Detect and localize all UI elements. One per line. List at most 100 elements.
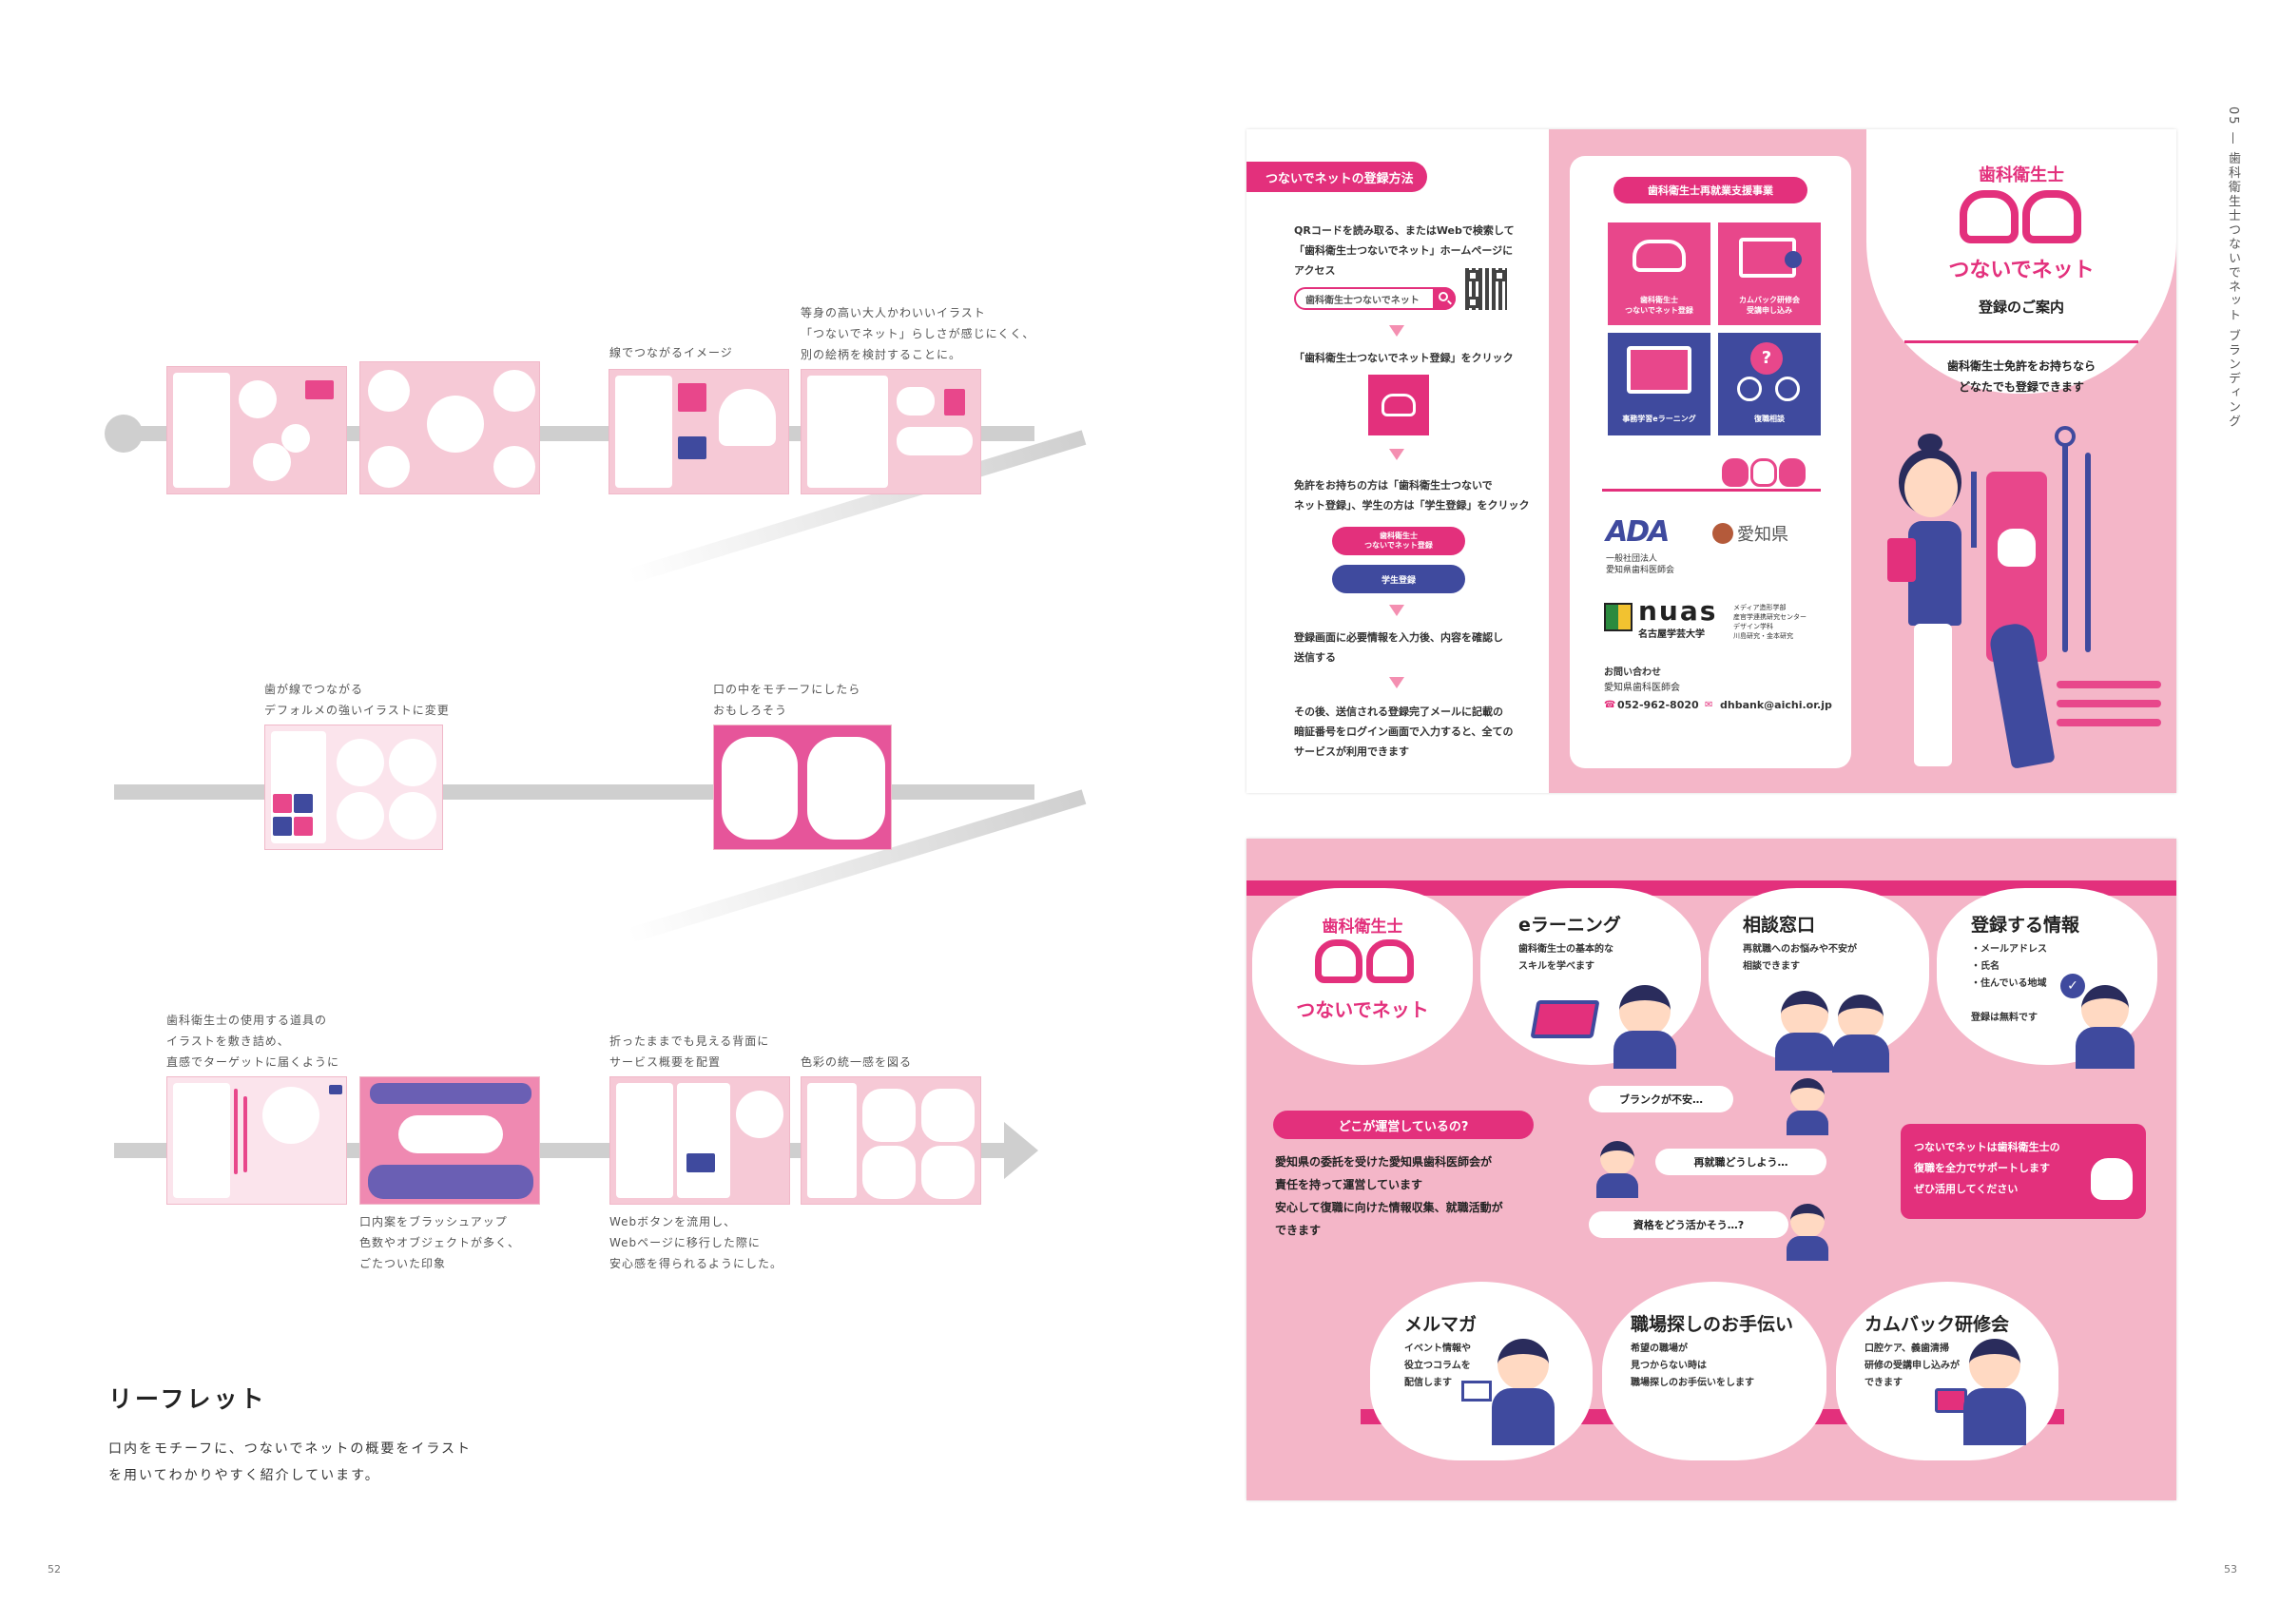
step-1: QRコードを読み取る、またはWebで検索して 「歯科衛生士つないでネット」ホーム… — [1294, 224, 1515, 277]
support-message: つないでネットは歯科衛生士の 復職を全力でサポートします ぜひ活用してください — [1914, 1141, 2060, 1195]
contact-org: 愛知県歯科医師会 — [1604, 683, 1680, 693]
caption-7: 折ったままでも見える背面に サービス概要を配置 — [609, 1034, 770, 1069]
tile-elearning-label: 事務学習eラーニング — [1622, 415, 1696, 423]
nuas-logo: nuas — [1638, 595, 1718, 627]
tile-consult[interactable]: ? 復職相談 — [1718, 333, 1821, 435]
draft-thumb-3 — [801, 369, 981, 494]
worry-bubble: ブランクが不安… — [1589, 1086, 1733, 1112]
staff-body — [2076, 1027, 2135, 1069]
worry-text: 資格をどう活かそう…? — [1633, 1219, 1745, 1231]
people-icon — [1775, 377, 1800, 401]
nuas-emblem-icon — [1604, 603, 1633, 631]
draft-thumb-5 — [713, 725, 892, 850]
qr-code-icon — [1465, 268, 1507, 310]
draft-thumb-6b — [359, 1076, 540, 1205]
toothpaste-illustration — [1986, 472, 2047, 662]
section-title: リーフレット — [108, 1385, 267, 1413]
draft-thumb-8 — [801, 1076, 981, 1205]
contact-label: お問い合わせ — [1604, 667, 1661, 678]
tile-comeback[interactable]: カムバック研修会 受講申し込み — [1718, 222, 1821, 325]
service-tooth-job: 職場探しのお手伝い 希望の職場が 見つからない時は 職場探しのお手伝いをします — [1602, 1282, 1826, 1460]
tile-consult-label: 復職相談 — [1754, 415, 1785, 423]
service-desc: 再就職へのお悩みや不安が 相談できます — [1743, 944, 1857, 972]
tooth-icon — [1382, 394, 1416, 416]
staff-body — [1613, 1031, 1676, 1069]
service-tooth-info: 登録する情報 ・メールアドレス ・氏名 ・住んでいる地域 登録は無料です ✓ — [1937, 888, 2157, 1069]
worry-avatar — [1790, 1078, 1825, 1112]
caption-6: 口内案をブラッシュアップ 色数やオブジェクトが多く、 ごたついた印象 — [359, 1215, 521, 1270]
worry-text: ブランクが不安… — [1619, 1093, 1703, 1106]
dental-mirror-icon — [2062, 443, 2068, 652]
aichi-pref-emblem-icon — [1712, 523, 1733, 544]
back-brand-teeth-logo — [1315, 939, 1414, 987]
service-tooth-comeback: カムバック研修会 口腔ケア、義歯清掃 研修の受講申し込みが できます — [1836, 1282, 2058, 1460]
arrow-down-icon — [1389, 677, 1404, 688]
caption-9: Webボタンを流用し、 Webページに移行した際に 安心感を得られるようにした。 — [609, 1215, 783, 1270]
staff-body — [1775, 1033, 1834, 1071]
page-number-left: 52 — [48, 1563, 61, 1576]
support-header: 歯科衛生士再就業支援事業 — [1613, 177, 1807, 203]
service-title: カムバック研修会 — [1865, 1314, 2010, 1335]
laptop-icon — [1530, 1000, 1600, 1038]
service-title: eラーニング — [1518, 915, 1621, 936]
contact-phone[interactable]: 052-962-8020 — [1617, 699, 1699, 711]
staff-body — [1963, 1388, 2026, 1445]
right-page: 05 — 歯科衛生士つないでネット ブランディング つないでネットの登録方法 Q… — [1140, 0, 2280, 1624]
worry-avatar-body — [1596, 1173, 1638, 1198]
worry-bubble: 資格をどう活かそう…? — [1589, 1211, 1788, 1238]
draft-thumb-1a — [166, 366, 347, 494]
service-title: 相談窓口 — [1743, 915, 1816, 936]
staff-body — [1832, 1034, 1889, 1073]
worry-avatar — [1600, 1141, 1634, 1175]
leaflet-back: 歯科衛生士 つないでネット eラーニング 歯科衛生士の基本的な スキルを学べます… — [1246, 839, 2176, 1500]
service-title: 登録する情報 — [1971, 915, 2080, 936]
step-4: 登録画面に必要情報を入力後、内容を確認し 送信する — [1294, 631, 1503, 664]
tile-elearning[interactable]: 事務学習eラーニング — [1608, 333, 1710, 435]
search-icon[interactable] — [1433, 287, 1456, 310]
worry-bubble: 再就職どうしよう… — [1655, 1149, 1826, 1175]
service-desc: 希望の職場が 見つからない時は 職場探しのお手伝いをします — [1631, 1344, 1754, 1388]
contact-email[interactable]: dhbank@aichi.or.jp — [1720, 699, 1832, 711]
section-body: 口内をモチーフに、つないでネットの概要をイラスト を用いてわかりやすく紹介してい… — [108, 1441, 473, 1483]
step-2: 「歯科衛生士つないでネット登録」をクリック — [1294, 352, 1514, 364]
staff-avatar — [1969, 1339, 2020, 1390]
register-button[interactable]: 歯科衛生士 つないでネット登録 — [1332, 527, 1465, 555]
cover-brand-top: 歯科衛生士 — [1979, 165, 2064, 185]
staff-avatar — [2081, 985, 2129, 1033]
draft-thumb-6a — [166, 1076, 347, 1205]
left-page: 等身の高い大人かわいいイラスト 「つないでネット」らしさが感じにくく、 別の絵柄… — [48, 306, 1087, 1576]
staff-avatar — [1781, 991, 1828, 1038]
service-desc: イベント情報や 役立つコラムを 配信します — [1404, 1344, 1471, 1388]
search-value: 歯科衛生士つないでネット — [1305, 295, 1420, 306]
dental-mirror-head-icon — [2055, 426, 2076, 447]
step-5: その後、送信される登録完了メールに記載の 暗証番号をログイン画面で入力すると、全… — [1294, 706, 1514, 758]
caption-8: 色彩の統一感を図る — [801, 1055, 913, 1069]
student-register-button[interactable]: 学生登録 — [1332, 565, 1465, 593]
caption-3: 歯が線でつながる デフォルメの強いイラストに変更 — [264, 683, 450, 717]
brush-set-icon — [2057, 681, 2161, 738]
step-3: 免許をお持ちの方は「歯科衛生士つないで ネット登録」、学生の方は「学生登録」をク… — [1294, 479, 1530, 512]
cover-arch — [1866, 129, 2176, 394]
phone-icon: ☎ — [1604, 700, 1616, 710]
operator-label: どこが運営しているの? — [1273, 1111, 1534, 1139]
tile-comeback-label: カムバック研修会 受講申し込み — [1739, 296, 1800, 315]
arrow-down-icon — [1389, 449, 1404, 460]
search-box[interactable]: 歯科衛生士つないでネット — [1294, 287, 1456, 310]
brand-teeth-logo — [1960, 190, 2083, 247]
check-badge-icon: ✓ — [2060, 974, 2085, 998]
cover-panel: 歯科衛生士 つないでネット 登録のご案内 歯科衛生士免許をお持ちなら どなたでも… — [1866, 129, 2176, 793]
timeline-arrow-head — [1004, 1122, 1038, 1179]
monitor-icon — [1627, 346, 1691, 394]
tile-register[interactable]: 歯科衛生士 つないでネット登録 — [1608, 222, 1710, 325]
nuas-sub: 名古屋学芸大学 — [1638, 629, 1705, 640]
hygienist-illustration — [1885, 434, 2000, 776]
cover-note-underline — [1904, 340, 2138, 343]
service-desc: ・メールアドレス ・氏名 ・住んでいる地域 登録は無料です — [1971, 944, 2047, 1023]
worry-avatar-body — [1787, 1111, 1828, 1135]
back-brand-top: 歯科衛生士 — [1322, 918, 1403, 937]
service-tooth-consult: 相談窓口 再就職へのお悩みや不安が 相談できます — [1709, 888, 1929, 1073]
register-tile-thumb — [1368, 375, 1429, 435]
mascot-teeth-row — [1722, 458, 1807, 489]
leaflet-front: つないでネットの登録方法 QRコードを読み取る、またはWebで検索して 「歯科衛… — [1246, 129, 2176, 793]
caption-5: 歯科衛生士の使用する道具の イラストを敷き詰め、 直感でターゲットに届くように — [166, 1014, 340, 1069]
